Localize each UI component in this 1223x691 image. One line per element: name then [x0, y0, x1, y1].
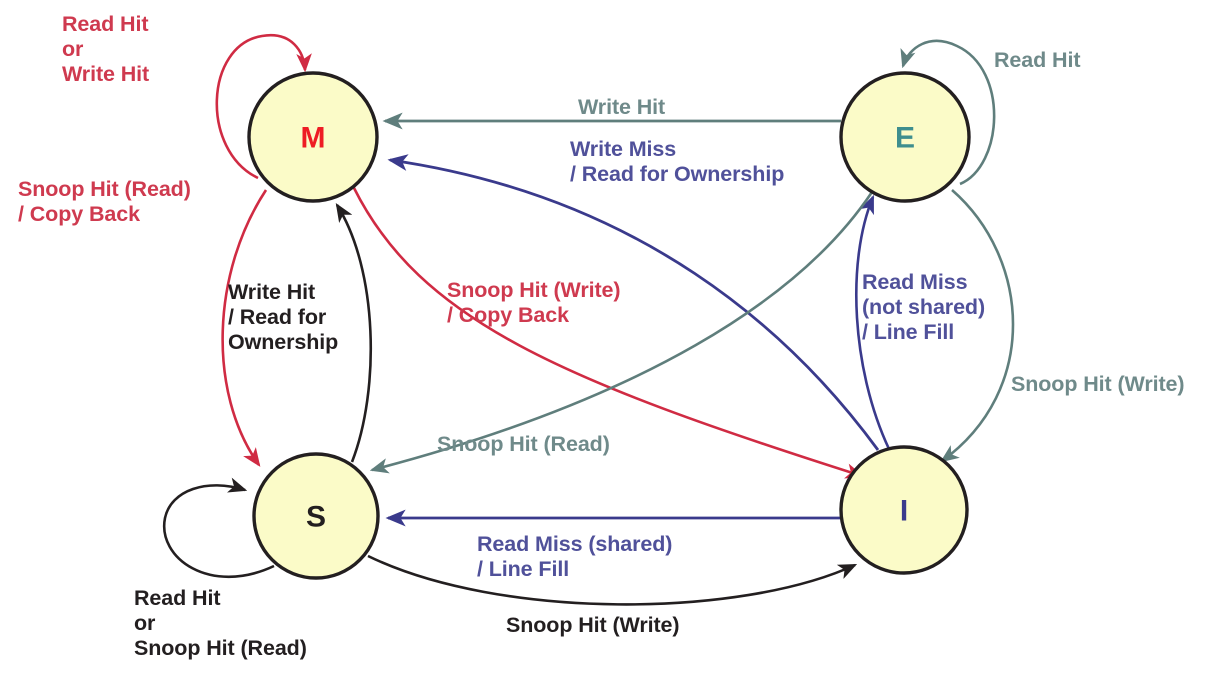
edge-label-e-to-s: Snoop Hit (Read) [437, 432, 610, 456]
edge-i-to-m [387, 154, 880, 451]
edge-m-self-loop [215, 33, 312, 180]
edge-label-i-to-s: Read Miss (shared) / Line Fill [477, 532, 673, 582]
node-e[interactable]: E [839, 71, 971, 203]
edge-i-to-e [854, 194, 891, 450]
node-e-label: E [895, 122, 915, 155]
edge-s-self-loop [162, 477, 275, 578]
edge-label-e-to-m: Write Hit [578, 95, 666, 119]
node-i-label: I [900, 495, 908, 528]
edge-label-m-to-s: Snoop Hit (Read) / Copy Back [18, 177, 191, 227]
edge-e-to-i [940, 189, 1015, 463]
edge-label-e-to-i: Snoop Hit (Write) [1011, 372, 1185, 396]
node-m-label: M [301, 122, 326, 155]
edge-label-s-to-i: Snoop Hit (Write) [506, 613, 680, 637]
edge-e-to-s [369, 191, 874, 474]
node-s[interactable]: S [252, 452, 380, 580]
edge-label-i-to-m: Write Miss / Read for Ownership [570, 137, 785, 187]
edge-label-e-self-loop: Read Hit [994, 48, 1081, 72]
node-m[interactable]: M [247, 71, 379, 203]
edge-m-to-s [221, 189, 268, 467]
edge-label-s-self-loop: Read Hit or Snoop Hit (Read) [134, 586, 307, 661]
edge-s-to-m [335, 203, 373, 463]
edge-label-i-to-e: Read Miss (not shared) / Line Fill [862, 270, 986, 345]
edge-e-self-loop [900, 39, 996, 186]
node-s-label: S [306, 501, 326, 534]
edge-label-m-self-loop: Read Hit or Write Hit [62, 12, 150, 87]
edge-label-m-to-i: Snoop Hit (Write) / Copy Back [447, 278, 621, 328]
node-i[interactable]: I [839, 445, 969, 575]
edge-label-s-to-m: Write Hit / Read for Ownership [228, 280, 339, 355]
edge-s-to-i [367, 554, 858, 606]
edge-m-to-i [352, 187, 865, 479]
